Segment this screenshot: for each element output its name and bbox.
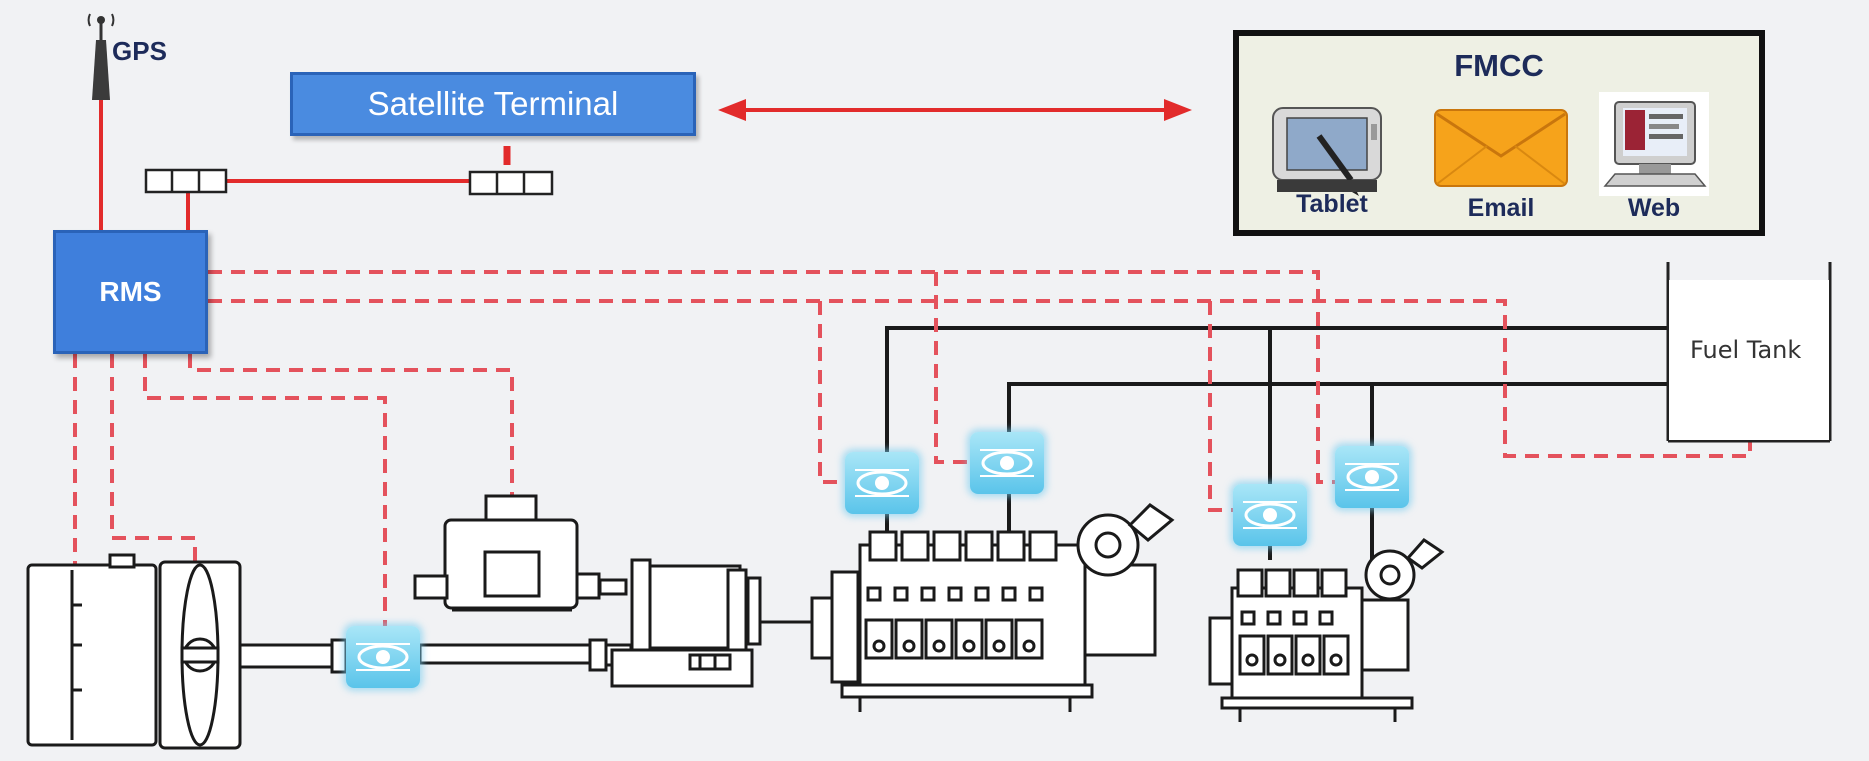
- gps-label: GPS: [112, 36, 167, 66]
- heat-exchanger: [26, 553, 242, 750]
- sensor-eye-icon: [970, 432, 1044, 494]
- email-icon: [1434, 109, 1568, 187]
- fuel-lines: [885, 326, 1668, 560]
- auxiliary-engine: [1208, 538, 1445, 722]
- gearbox: [610, 558, 812, 688]
- web-label: Web: [1627, 194, 1681, 222]
- sensor-eye-icon: [346, 626, 420, 688]
- generator: [413, 494, 628, 612]
- satellite-fmcc-arrow: [718, 99, 1192, 121]
- email-label: Email: [1467, 194, 1535, 222]
- web-icon: [1599, 92, 1709, 196]
- rms-box: RMS: [53, 230, 208, 354]
- sensor-eye-icon: [1233, 484, 1307, 546]
- fmcc-panel: FMCC Tablet Email Web: [1233, 30, 1765, 236]
- fmcc-title: FMCC: [1454, 48, 1544, 83]
- fuel-tank: [1666, 262, 1832, 443]
- fuel-tank-label: Fuel Tank: [1690, 336, 1802, 364]
- propeller-shaft: [238, 638, 633, 674]
- satellite-terminal-box: Satellite Terminal: [290, 72, 696, 136]
- connector-blocks: [144, 168, 554, 196]
- tablet-icon: [1272, 107, 1382, 196]
- gps-antenna-icon: [87, 13, 115, 100]
- solid-links: [99, 100, 511, 230]
- main-engine: [810, 503, 1175, 712]
- data-links: [73, 270, 1752, 626]
- tablet-label: Tablet: [1296, 190, 1368, 218]
- sensor-eye-icon: [1335, 446, 1409, 508]
- sensor-eye-icon: [845, 452, 919, 514]
